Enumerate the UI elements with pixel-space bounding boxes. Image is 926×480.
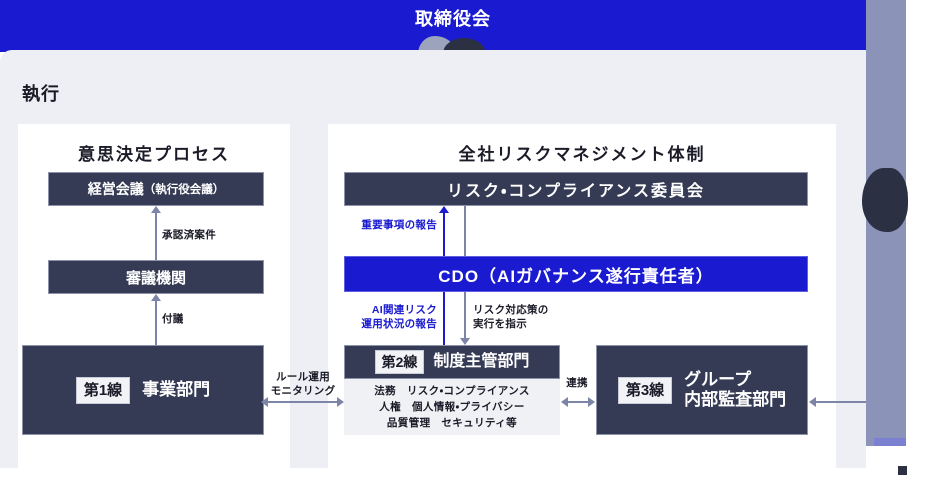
important-matters-line [443, 213, 445, 256]
submission-label: 付議 [162, 313, 184, 325]
third-line-row: 第3線 グループ 内部監査部門 [617, 370, 786, 410]
ai-risk-report-line [443, 292, 445, 345]
risk-instruction-arrowhead [460, 338, 470, 345]
decision-process-heading: 意思決定プロセス [78, 145, 230, 164]
external-audit-line [814, 401, 876, 403]
cdo-box: CDO（AIガバナンス遂行責任者） [344, 256, 808, 292]
third-line-name-row1: グループ [684, 369, 752, 389]
risk-instruction-line-lower [464, 292, 466, 338]
management-meeting-label: 経営会議 [87, 181, 144, 197]
ai-risk-report-label: AI関連リスク 運用状況の報告 [361, 304, 437, 331]
side-scroll-band[interactable] [862, 0, 908, 468]
second-line-header: 第2線 制度主管部門 [344, 345, 560, 379]
first-line-row: 第1線 事業部門 [75, 376, 211, 404]
second-line-item: 人権 個人情報・プライバシー [379, 400, 525, 413]
rule-monitoring-arrowhead-right [337, 397, 344, 407]
management-meeting-sublabel: （執行役会議） [143, 184, 225, 196]
second-line-item: 品質管理 セキュリティ等 [386, 417, 518, 430]
management-meeting-box: 経営会議（執行役会議） [48, 172, 264, 206]
second-line-tag: 第2線 [374, 350, 425, 374]
second-line-block: 第2線 制度主管部門 法務 リスク・コンプライアンス 人権 個人情報・プライバシ… [344, 345, 560, 435]
third-line-name-row2: 内部監査部門 [684, 390, 787, 409]
approved-matters-label: 承認済案件 [162, 229, 216, 241]
risk-compliance-committee-label: リスク・コンプライアンス委員会 [446, 183, 705, 200]
rule-monitoring-label: ルール運用 モニタリング [270, 371, 336, 398]
submission-arrowhead [151, 294, 161, 301]
side-band-clip [866, 446, 906, 468]
coordination-line [566, 401, 592, 403]
coordination-label: 連携 [566, 377, 588, 389]
second-line-items: 法務 リスク・コンプライアンス 人権 個人情報・プライバシー 品質管理 セキュリ… [344, 379, 560, 435]
first-line-name: 事業部門 [142, 379, 211, 399]
coordination-arrowhead-right [588, 397, 595, 407]
third-line-name: グループ 内部監査部門 [684, 370, 786, 410]
deliberative-body-box: 審議機関 [48, 260, 264, 294]
rule-monitoring-arrowhead-left [261, 397, 268, 407]
first-line-box: 第1線 事業部門 [22, 345, 264, 435]
bottom-strip [0, 468, 906, 480]
risk-compliance-committee-box: リスク・コンプライアンス委員会 [344, 172, 808, 206]
side-band-blob [862, 168, 908, 232]
second-line-name: 制度主管部門 [433, 352, 530, 370]
risk-instruction-label: リスク対応策の 実行を指示 [473, 304, 549, 331]
approved-matters-line [155, 213, 157, 260]
risk-management-heading: 全社リスクマネジメント体制 [458, 145, 706, 164]
deliberative-body-label: 審議機関 [125, 269, 186, 287]
external-audit-arrowhead [809, 397, 816, 407]
third-line-tag: 第3線 [617, 376, 673, 404]
second-line-item: 法務 リスク・コンプライアンス [374, 384, 530, 397]
board-of-directors-title: 取締役会 [415, 9, 491, 29]
rule-monitoring-line [266, 401, 342, 403]
bottom-right-corner-marker [898, 466, 907, 475]
coordination-arrowhead-left [561, 397, 568, 407]
submission-line [155, 301, 157, 345]
important-matters-arrowhead [439, 206, 449, 213]
cdo-label: CDO（AIガバナンス遂行責任者） [438, 266, 714, 286]
risk-instruction-line-upper [464, 206, 466, 256]
first-line-tag: 第1線 [75, 376, 131, 404]
third-line-box: 第3線 グループ 内部監査部門 [596, 345, 808, 435]
important-matters-label: 重要事項の報告 [361, 219, 437, 231]
execution-label: 執行 [22, 84, 60, 104]
approved-matters-arrowhead [151, 206, 161, 213]
